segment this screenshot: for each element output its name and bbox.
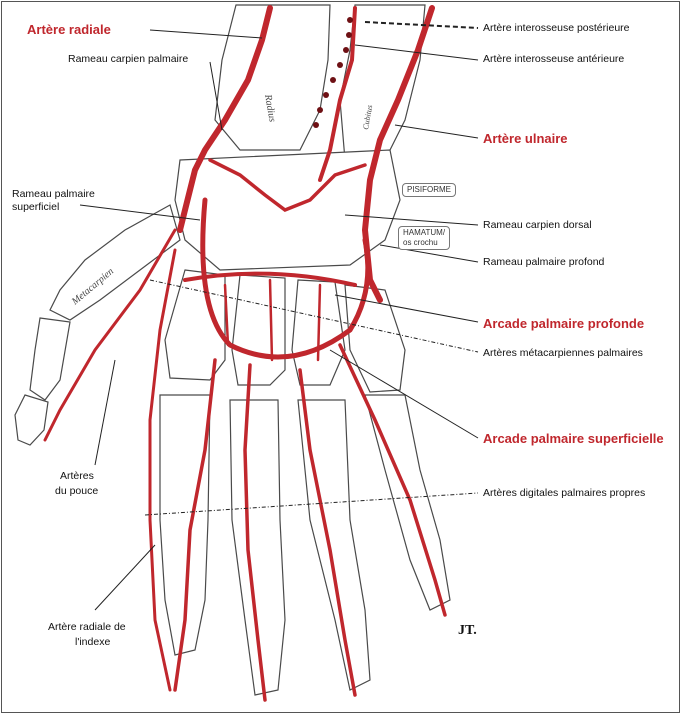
radius-bone bbox=[214, 4, 331, 151]
thumb-phalanx-distal bbox=[14, 394, 49, 446]
cubitus-label: Cubitus bbox=[361, 104, 374, 130]
ring-digital-artery bbox=[298, 368, 357, 697]
middle-metacarpal bbox=[231, 274, 286, 386]
metacarpal-arteries bbox=[223, 278, 322, 362]
label-rameau-carpien-dorsal: Rameau carpien dorsal bbox=[483, 219, 592, 231]
index-phalanges bbox=[159, 394, 211, 656]
label-interosseuse-anterieure: Artère interosseuse antérieure bbox=[483, 53, 625, 65]
leader-lines bbox=[79, 21, 479, 611]
dorsal-carpal-branch bbox=[208, 158, 367, 212]
radial-index-artery bbox=[148, 248, 177, 692]
label-artere-ulnaire: Artère ulnaire bbox=[483, 131, 568, 146]
thumb-phalanx-proximal bbox=[29, 317, 71, 401]
box-hamatum-line2: os crochu bbox=[403, 238, 438, 247]
label-radiale-index-1: Artère radiale de bbox=[48, 621, 126, 633]
middle-digital-artery bbox=[243, 363, 267, 702]
label-pouce-1: Artères bbox=[60, 470, 94, 482]
little-digital-artery bbox=[338, 343, 447, 617]
interosseous-posterior-dots bbox=[313, 17, 353, 128]
label-digitales: Artères digitales palmaires propres bbox=[483, 487, 646, 499]
interosseous-artery bbox=[318, 6, 357, 182]
label-radiale-index-2: l'indexe bbox=[75, 636, 111, 648]
thumb-arteries bbox=[43, 228, 177, 442]
radius-label: Radius bbox=[262, 93, 278, 123]
label-rameau-palmaire-sup-1: Rameau palmaire bbox=[12, 188, 95, 200]
box-hamatum: HAMATUM/ os crochu bbox=[398, 226, 451, 250]
label-rameau-palmaire-sup-2: superficiel bbox=[12, 201, 60, 213]
label-pouce-2: du pouce bbox=[55, 485, 99, 497]
label-rameau-carpien-palmaire: Rameau carpien palmaire bbox=[68, 53, 189, 65]
label-arcade-profonde: Arcade palmaire profonde bbox=[483, 316, 645, 331]
box-hamatum-line1: HAMATUM/ bbox=[403, 228, 446, 237]
signature: JT. bbox=[458, 623, 477, 638]
label-interosseuse-posterieure: Artère interosseuse postérieure bbox=[483, 22, 630, 34]
arteries bbox=[43, 5, 447, 702]
label-arcade-superficielle: Arcade palmaire superficielle bbox=[483, 431, 664, 446]
thumb-metacarpal bbox=[49, 204, 181, 321]
middle-phalanges bbox=[229, 399, 286, 696]
superficial-palmar-arch bbox=[200, 197, 371, 360]
label-metacarpiennes: Artères métacarpiennes palmaires bbox=[483, 347, 643, 359]
label-rameau-palmaire-profond: Rameau palmaire profond bbox=[483, 256, 605, 268]
index-digital-artery bbox=[173, 358, 217, 692]
radial-artery bbox=[177, 5, 273, 233]
box-pisiforme: PISIFORME bbox=[402, 183, 457, 197]
label-artere-radiale: Artère radiale bbox=[27, 22, 111, 37]
